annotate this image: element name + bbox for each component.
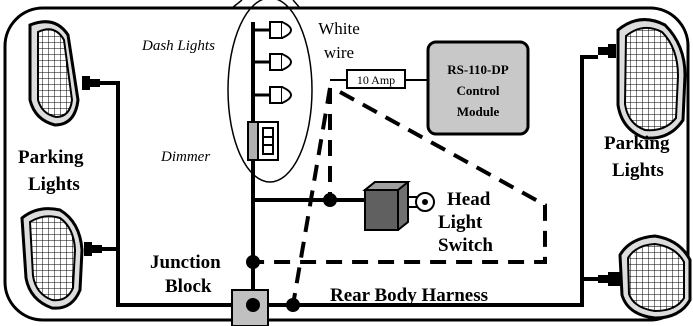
dash-light-bulb-2: [269, 53, 292, 71]
dimmer-switch: [247, 121, 279, 161]
head-light-switch: [362, 181, 435, 231]
left-parking-light-top: [28, 20, 100, 127]
parking-lights-left-label-line1: Parking: [18, 147, 84, 168]
parking-lights-right-label-line1: Parking: [604, 133, 670, 154]
connection-points: [246, 193, 337, 312]
parking-lights-right-label-line2: Lights: [612, 160, 664, 181]
module-label-line2: Control: [456, 83, 499, 98]
parking-lights-left-label-line2: Lights: [28, 174, 80, 195]
dash-light-bulb-1: [269, 21, 292, 39]
fuse-label: 10 Amp: [357, 73, 395, 87]
junction-block-label-line2: Block: [165, 276, 212, 297]
right-parking-light-bottom: [598, 234, 692, 320]
head-light-switch-label-line3: Switch: [438, 235, 493, 256]
control-module: [426, 40, 530, 136]
left-parking-light-bottom: [20, 207, 102, 310]
dashed-wires: [253, 87, 547, 306]
head-light-switch-label-line1: Head: [447, 189, 491, 210]
dash-lights: [253, 28, 270, 97]
dimmer-label: Dimmer: [160, 149, 210, 165]
right-parking-light-top: [598, 18, 687, 140]
head-light-switch-label-line2: Light: [438, 212, 483, 233]
rear-body-harness-label: Rear Body Harness: [330, 285, 488, 306]
dash-lights-group-outline: [227, 0, 313, 183]
fuse-box: [346, 69, 406, 89]
white-wire-label-line2: wire: [324, 43, 354, 62]
module-label-line1: RS-110-DP: [447, 62, 508, 77]
dash-light-bulb-3: [269, 86, 292, 104]
white-wire-label-line1: White: [318, 19, 360, 38]
dash-lights-label: Dash Lights: [141, 38, 215, 54]
vehicle-outline: [3, 6, 690, 322]
junction-block-label-line1: Junction: [150, 252, 221, 273]
module-label-line3: Module: [457, 104, 500, 119]
